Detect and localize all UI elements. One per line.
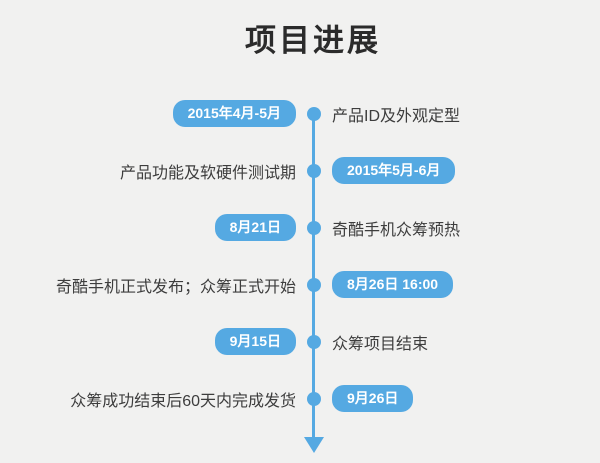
- timeline-row: 2015年4月-5月 产品ID及外观定型: [0, 85, 600, 142]
- milestone-label: 产品ID及外观定型: [332, 107, 461, 125]
- milestone-label: 奇酷手机正式发布；众筹正式开始: [55, 278, 296, 296]
- date-pill: 2015年5月-6月: [332, 157, 456, 184]
- timeline: 2015年4月-5月 产品ID及外观定型 产品功能及软硬件测试期 2015年5月…: [0, 85, 600, 457]
- timeline-row: 9月15日 众筹项目结束: [0, 313, 600, 370]
- milestone-label: 众筹项目结束: [332, 335, 429, 353]
- timeline-dot: [307, 163, 321, 178]
- milestone-label: 产品功能及软硬件测试期: [119, 164, 296, 182]
- date-pill: 8月21日: [214, 214, 296, 241]
- milestone-label: 奇酷手机众筹预热: [332, 221, 461, 239]
- timeline-dot: [307, 106, 321, 121]
- timeline-line: [312, 113, 315, 437]
- timeline-row: 奇酷手机正式发布；众筹正式开始 8月26日 16:00: [0, 256, 600, 313]
- timeline-dot: [307, 277, 321, 292]
- date-pill: 9月26日: [332, 385, 414, 412]
- date-pill: 9月15日: [214, 328, 296, 355]
- milestone-label: 众筹成功结束后60天内完成发货: [70, 392, 296, 410]
- arrow-down-icon: [304, 437, 324, 453]
- timeline-row: 8月21日 奇酷手机众筹预热: [0, 199, 600, 256]
- date-pill: 8月26日 16:00: [332, 271, 454, 298]
- page-title: 项目进展: [245, 23, 381, 58]
- date-pill: 2015年4月-5月: [172, 100, 296, 127]
- timeline-row: 众筹成功结束后60天内完成发货 9月26日: [0, 370, 600, 427]
- timeline-dot: [307, 334, 321, 349]
- timeline-row: 产品功能及软硬件测试期 2015年5月-6月: [0, 142, 600, 199]
- timeline-dot: [307, 391, 321, 406]
- timeline-dot: [307, 220, 321, 235]
